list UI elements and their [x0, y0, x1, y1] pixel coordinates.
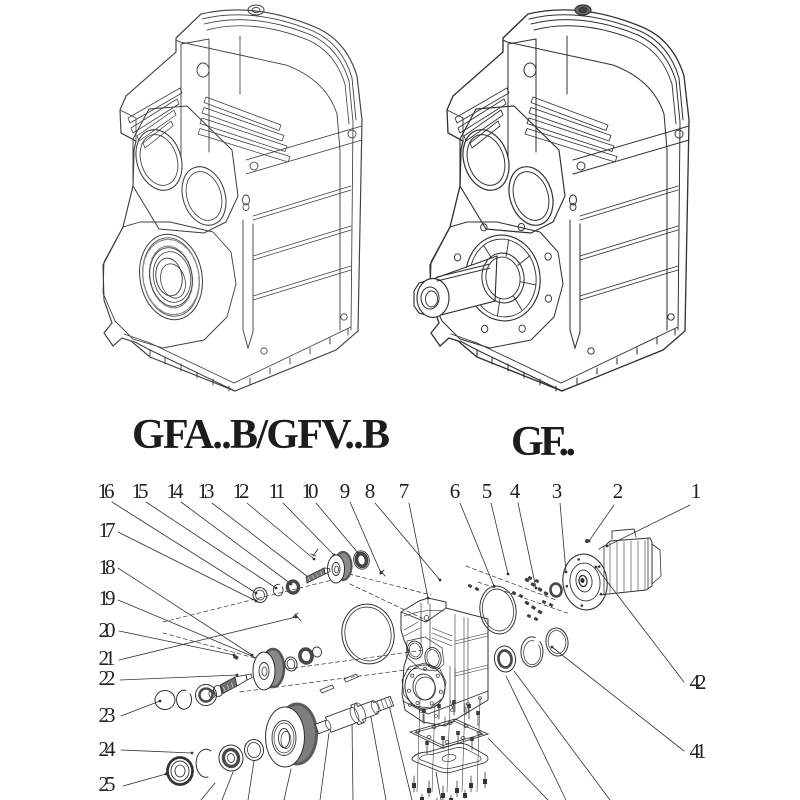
- svg-text:41: 41: [690, 739, 707, 763]
- svg-text:25: 25: [99, 772, 116, 796]
- svg-text:12: 12: [233, 479, 250, 503]
- svg-text:10: 10: [302, 479, 319, 503]
- svg-text:16: 16: [98, 479, 115, 503]
- svg-text:3: 3: [552, 479, 563, 503]
- svg-text:20: 20: [99, 618, 116, 642]
- svg-text:8: 8: [365, 479, 376, 503]
- svg-text:5: 5: [482, 479, 493, 503]
- svg-text:24: 24: [99, 737, 117, 761]
- svg-text:GFA..B/GFV..B: GFA..B/GFV..B: [132, 412, 390, 458]
- svg-text:19: 19: [99, 586, 116, 610]
- svg-text:4: 4: [510, 479, 521, 503]
- svg-text:11: 11: [269, 479, 286, 503]
- svg-text:15: 15: [132, 479, 149, 503]
- svg-text:23: 23: [99, 703, 116, 727]
- svg-text:13: 13: [198, 479, 215, 503]
- svg-text:6: 6: [450, 479, 461, 503]
- svg-text:9: 9: [340, 479, 351, 503]
- svg-text:1: 1: [691, 479, 702, 503]
- svg-text:21: 21: [99, 646, 116, 670]
- svg-text:7: 7: [399, 479, 410, 503]
- svg-text:14: 14: [167, 479, 185, 503]
- svg-text:2: 2: [613, 479, 624, 503]
- svg-text:GF..: GF..: [511, 419, 576, 465]
- svg-text:22: 22: [99, 666, 116, 690]
- svg-text:42: 42: [690, 670, 707, 694]
- svg-text:18: 18: [99, 555, 116, 579]
- svg-text:17: 17: [99, 518, 116, 542]
